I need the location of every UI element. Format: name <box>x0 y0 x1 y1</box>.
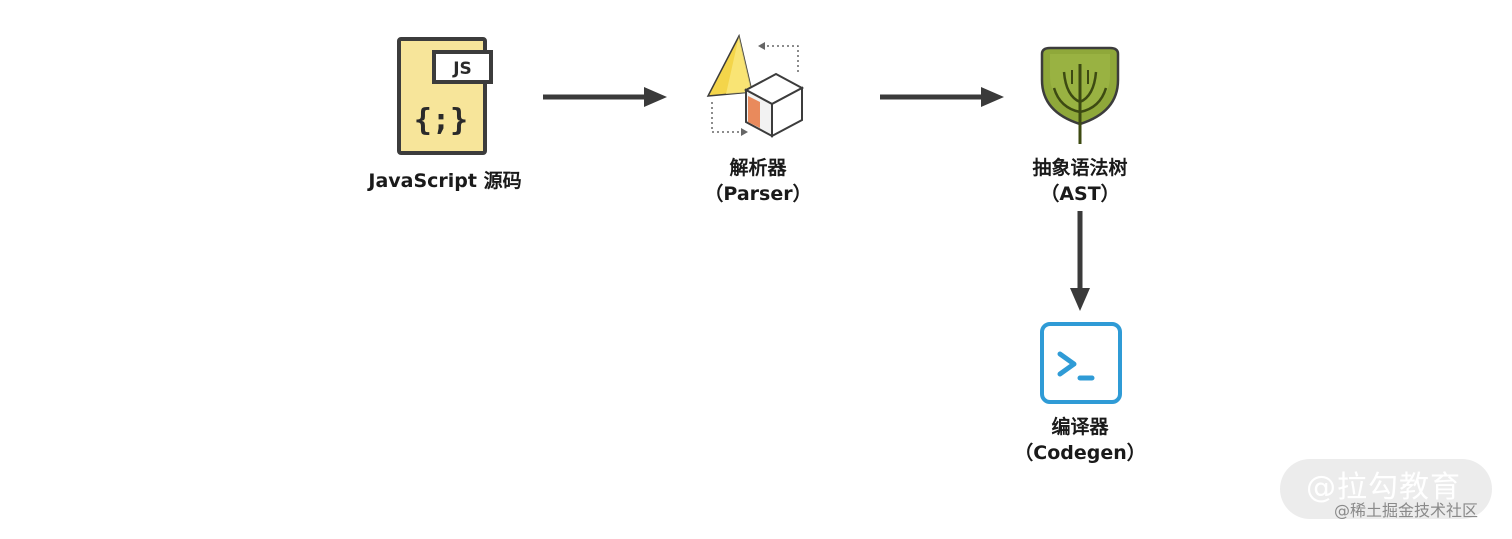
parser-label: 解析器 （Parser） <box>658 155 858 207</box>
arrow-parser-to-ast <box>880 87 1004 107</box>
parser-node <box>704 33 808 138</box>
watermark-brand-pill <box>1280 459 1492 519</box>
arrow-source-to-parser <box>543 87 667 107</box>
parser-label-line2: （Parser） <box>704 183 812 205</box>
parser-icon <box>706 33 805 138</box>
js-file-icon: JS {;} <box>397 37 493 155</box>
javascript-source-label-text: JavaScript 源码 <box>368 170 522 192</box>
js-badge-text: JS <box>452 59 472 79</box>
codegen-label: 编译器 （Codegen） <box>980 414 1180 466</box>
watermark-site-text: @稀土掘金技术社区 <box>1334 501 1479 520</box>
watermark-brand-text: @拉勾教育 <box>1306 470 1461 505</box>
arrow-ast-to-codegen <box>1070 211 1090 311</box>
ast-node <box>1038 46 1122 146</box>
tree-icon <box>1040 46 1120 144</box>
ast-label-line1: 抽象语法树 <box>1032 157 1128 179</box>
codegen-node <box>1040 322 1122 404</box>
javascript-source-label: JavaScript 源码 <box>345 168 545 194</box>
terminal-icon <box>1040 322 1122 404</box>
parser-label-line1: 解析器 <box>729 157 787 179</box>
javascript-source-node: JS {;} <box>396 36 496 158</box>
codegen-label-line2: （Codegen） <box>1014 442 1146 464</box>
code-braces-glyph: {;} <box>414 103 468 138</box>
ast-label-line2: （AST） <box>1040 183 1120 205</box>
ast-label: 抽象语法树 （AST） <box>980 155 1180 207</box>
codegen-label-line1: 编译器 <box>1051 416 1109 438</box>
